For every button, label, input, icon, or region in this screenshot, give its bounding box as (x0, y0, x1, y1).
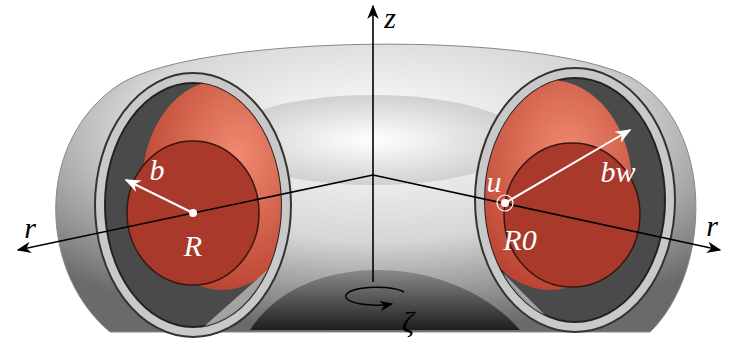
axis-label: r (24, 213, 36, 243)
axis-label: r (706, 211, 718, 241)
position-label: R0 (503, 225, 536, 255)
displacement-label: u (487, 167, 502, 197)
axis-label: z (384, 3, 396, 33)
position-label: R (184, 231, 202, 261)
radius-label: bw (600, 157, 635, 187)
radius-label: b (150, 155, 165, 185)
angle-label: ζ (402, 307, 414, 337)
